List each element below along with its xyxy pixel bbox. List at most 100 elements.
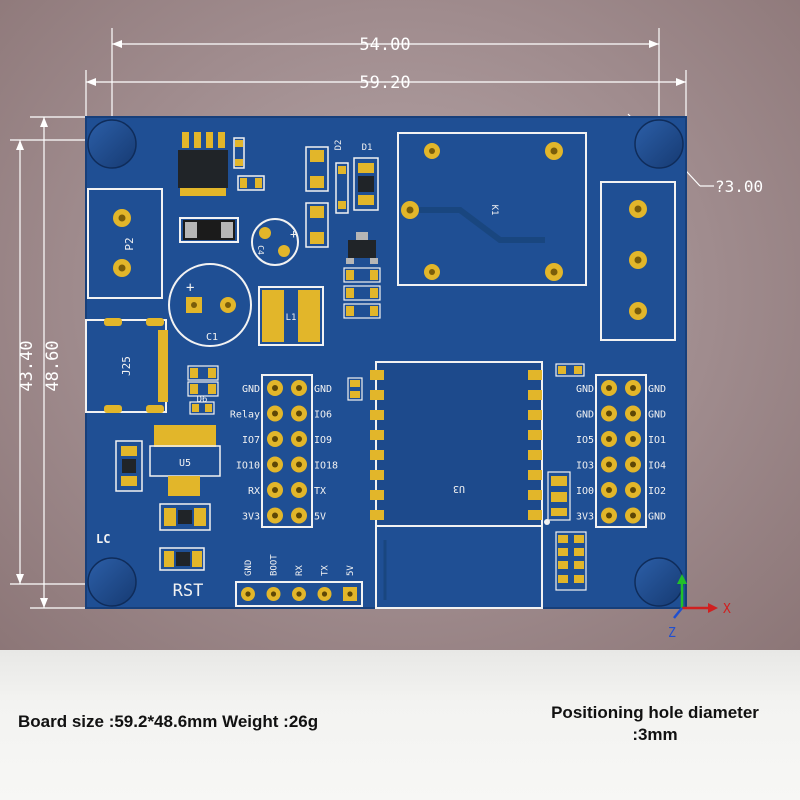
c1-label: C1 [206, 332, 218, 343]
lc-label: LC [96, 532, 110, 546]
dim-height-inner: 43.40 [17, 340, 37, 391]
board-size-caption: Board size :59.2*48.6mm Weight :26g [18, 712, 319, 731]
mounting-hole-br [634, 557, 684, 607]
header-pin-hole [606, 461, 612, 468]
reset-area: LC RST [96, 532, 205, 601]
header-pin-hole [606, 487, 612, 493]
pcb-diagram: 54.00 59.20 ?3.00 43.40 48.60 K1 [17, 35, 763, 641]
mounting-holes [87, 119, 684, 607]
u5-label: U5 [179, 458, 191, 469]
dim-width-top: 54.00 [359, 35, 410, 55]
header-label-right: GND [648, 512, 666, 523]
header-pin-hole [272, 410, 278, 417]
header-pin-hole [321, 591, 328, 597]
header-label-right: GND [314, 384, 332, 395]
u3-label: U3 [453, 483, 465, 494]
hole-caption-line1: Positioning hole diameter [551, 703, 759, 722]
module-pad [370, 370, 384, 380]
l1-label: L1 [286, 313, 297, 323]
header-pin-hole [272, 512, 278, 519]
module-pad [528, 370, 542, 380]
usb-j25: J25 [85, 318, 168, 413]
bottom-header-label: RX [295, 565, 305, 576]
header-pin-hole [606, 512, 612, 519]
header-pin-hole [630, 385, 636, 391]
relay-k1: K1 [397, 132, 587, 286]
header-label-right: 5V [314, 512, 326, 523]
header-label-left: IO7 [242, 435, 260, 446]
axis-indicator: X Z [668, 574, 731, 641]
header-pin-hole [347, 591, 353, 597]
module-pad [528, 410, 542, 420]
module-pad [370, 430, 384, 440]
p2-label: P2 [123, 237, 136, 250]
dim-hole-diameter: ?3.00 [715, 177, 763, 196]
header-label-left: GND [576, 384, 594, 395]
header-pin-hole [272, 487, 278, 493]
header-pin-hole [606, 436, 612, 442]
d1-label: D1 [362, 143, 373, 153]
module-pad [528, 490, 542, 500]
header-pin-hole [296, 385, 302, 391]
header-label-left: GND [242, 384, 260, 395]
led-d6: D6 [187, 365, 219, 415]
header-pin-hole [630, 436, 636, 442]
module-u3: U3 [375, 361, 543, 609]
header-pin-hole [245, 591, 251, 597]
header-label-right: IO9 [314, 435, 332, 446]
d2-label: D2 [334, 140, 344, 151]
caption-background [0, 650, 800, 800]
module-pad [370, 510, 384, 520]
header-pin-hole [630, 512, 636, 519]
header-pin-hole [606, 410, 612, 417]
module-pad [370, 410, 384, 420]
bottom-header-label: GND [244, 560, 254, 576]
header-label-left: IO10 [236, 461, 260, 472]
module-pad [528, 390, 542, 400]
hole-diameter-caption: Positioning hole diameter :3mm [520, 702, 790, 746]
header-pin-hole [296, 591, 302, 597]
module-pad [528, 450, 542, 460]
capacitor-c4: C4 + [251, 218, 299, 266]
header-label-left: IO3 [576, 461, 594, 472]
d6-label: D6 [197, 395, 208, 405]
rst-label: RST [173, 581, 204, 601]
header-label-right: IO4 [648, 461, 666, 472]
module-pad [528, 470, 542, 480]
smd-right-module [547, 363, 587, 591]
header-pin-hole [272, 436, 278, 442]
smd-diode-large [179, 217, 239, 243]
header-label-right: IO2 [648, 486, 666, 497]
header-label-right: TX [314, 486, 326, 497]
header-pin-hole [630, 410, 636, 417]
c4-plus: + [290, 227, 297, 241]
header-pin-hole [630, 461, 636, 468]
diodes-d1-d2: D2 D1 [305, 140, 379, 248]
header-label-left: RX [248, 486, 260, 497]
mounting-hole-bl [87, 557, 137, 607]
module-pad [370, 490, 384, 500]
module-pad [370, 470, 384, 480]
header-label-left: 3V3 [576, 512, 594, 523]
header-label-left: GND [576, 410, 594, 421]
relay-label: K1 [489, 205, 499, 216]
module-pad [528, 510, 542, 520]
header-label-right: IO18 [314, 461, 338, 472]
header-pin-hole [606, 385, 612, 391]
capacitor-c1: + C1 [168, 263, 252, 347]
mounting-hole-tr [634, 119, 684, 169]
ic-soic [178, 132, 228, 196]
header-pin-hole [272, 461, 278, 468]
header-pin-hole [270, 591, 277, 597]
header-pin-hole [296, 461, 302, 468]
bottom-header-label: BOOT [270, 554, 280, 576]
c4-label: C4 [256, 245, 265, 255]
j25-label: J25 [120, 356, 133, 376]
dim-width-total: 59.20 [359, 73, 410, 93]
axis-x-label: X [723, 602, 731, 617]
module-u3-pads [370, 370, 550, 525]
